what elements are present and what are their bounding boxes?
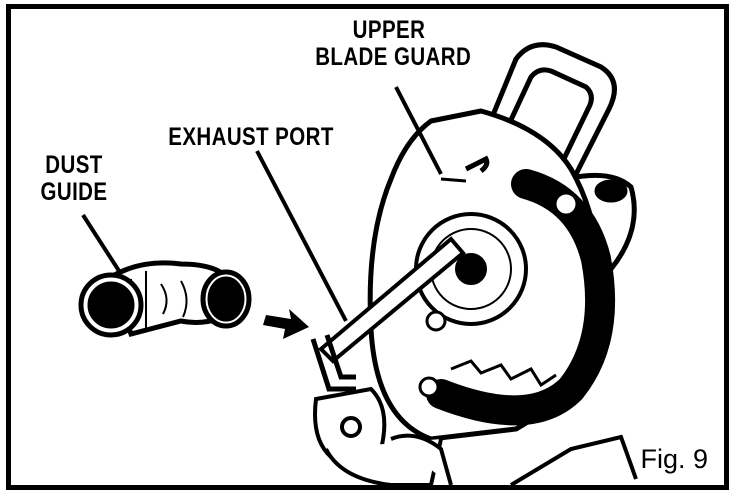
label-upper-blade-guard-line1: UPPER bbox=[352, 16, 426, 44]
insert-direction-arrow bbox=[263, 309, 309, 339]
figure-frame: UPPER BLADE GUARD EXHAUST PORT DUST GUID… bbox=[6, 4, 729, 490]
leader-exhaust-port bbox=[255, 150, 348, 322]
hub-screw bbox=[425, 310, 447, 332]
label-dust-guide-line2: GUIDE bbox=[40, 178, 108, 206]
label-upper-blade-guard-line2: BLADE GUARD bbox=[315, 43, 472, 71]
lower-blade-guard bbox=[426, 169, 616, 426]
exhaust-port bbox=[310, 334, 356, 392]
leader-dust-guide bbox=[81, 213, 123, 276]
label-upper-blade-guard: UPPER BLADE GUARD bbox=[315, 16, 472, 71]
label-exhaust-port: EXHAUST PORT bbox=[161, 124, 341, 151]
leader-upper-blade-guard bbox=[394, 86, 443, 175]
saw-base bbox=[313, 386, 638, 485]
figure-caption: Fig. 9 bbox=[640, 444, 708, 474]
guard-pivot-screw bbox=[553, 191, 579, 217]
label-dust-guide: DUST GUIDE bbox=[37, 152, 111, 206]
guard-link-arm bbox=[318, 236, 466, 364]
guard-link-screw bbox=[418, 376, 440, 398]
label-dust-guide-line1: DUST bbox=[45, 151, 103, 179]
blade-teeth bbox=[450, 359, 557, 388]
miter-saw-illustration bbox=[78, 42, 638, 485]
dust-guide bbox=[78, 260, 252, 338]
label-exhaust-port-text: EXHAUST PORT bbox=[168, 123, 334, 151]
